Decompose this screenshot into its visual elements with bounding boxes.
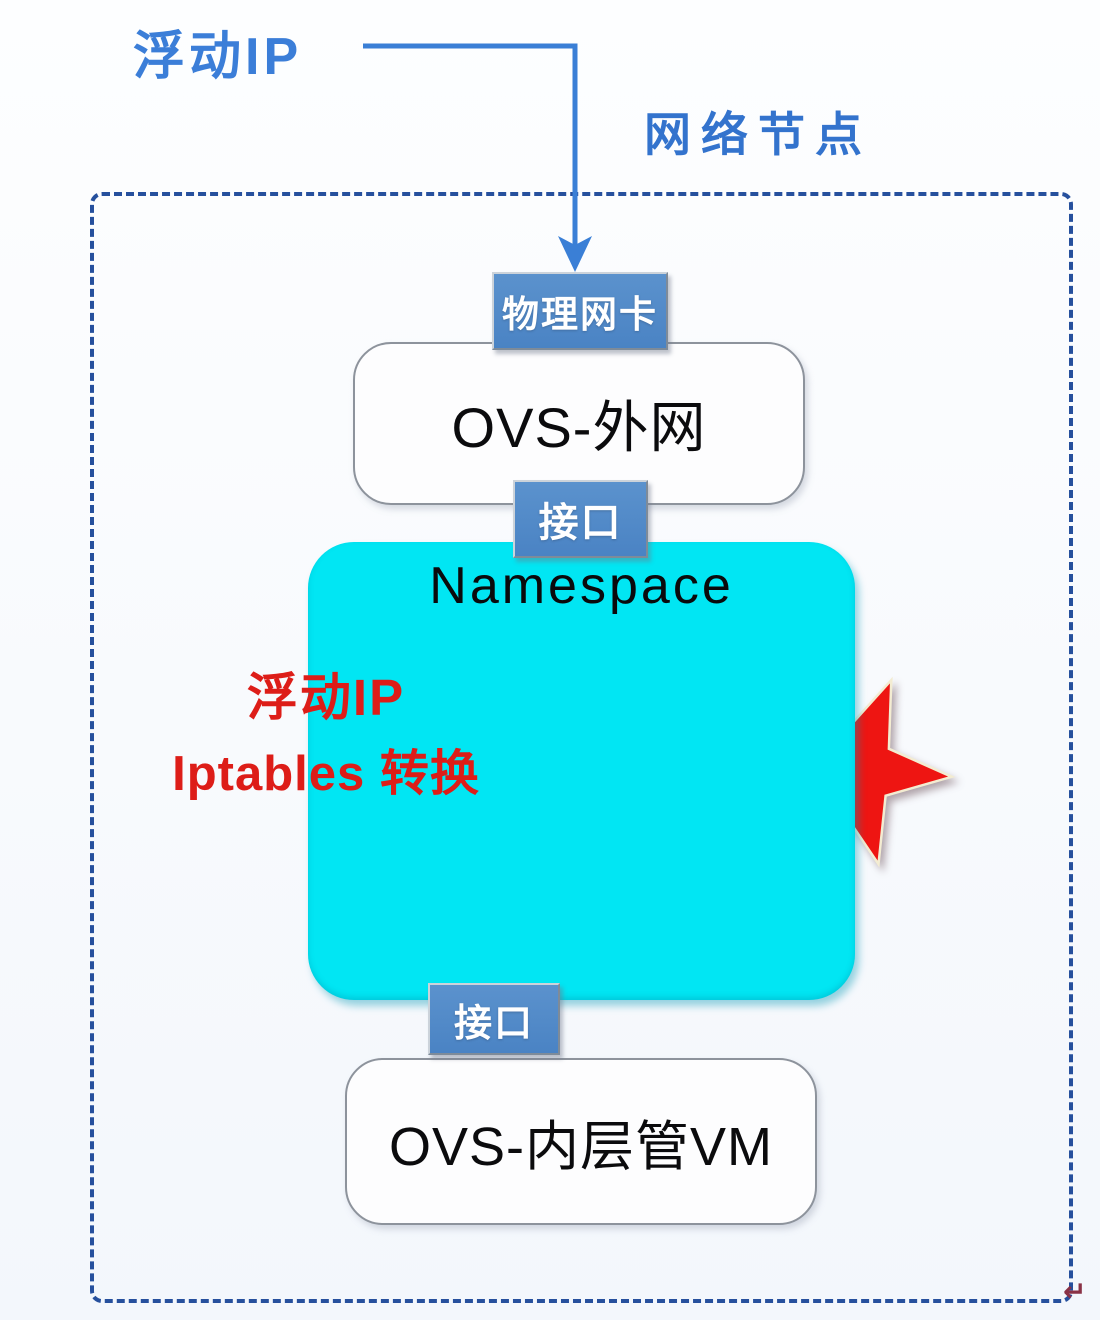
nat-note-line1: 浮动IP — [246, 669, 406, 726]
namespace-box — [308, 542, 855, 1000]
ovs-inner-vm-box: OVS-内层管VM — [345, 1058, 817, 1225]
physical-nic-box: 物理网卡 — [492, 272, 668, 350]
nat-note-line2: Iptables 转换 — [172, 747, 480, 801]
interface-top-box: 接口 — [513, 480, 648, 558]
network-node-label: 网络节点 — [644, 108, 872, 161]
floating-ip-label: 浮动IP — [133, 28, 303, 86]
return-mark: ↵ — [1063, 1276, 1087, 1307]
namespace-label: Namespace — [429, 557, 734, 615]
interface-bottom-box: 接口 — [428, 983, 560, 1055]
network-node-dashed-border — [90, 192, 1073, 1303]
floating-ip-nat-note: 浮动IP Iptables 转换 — [140, 668, 512, 804]
